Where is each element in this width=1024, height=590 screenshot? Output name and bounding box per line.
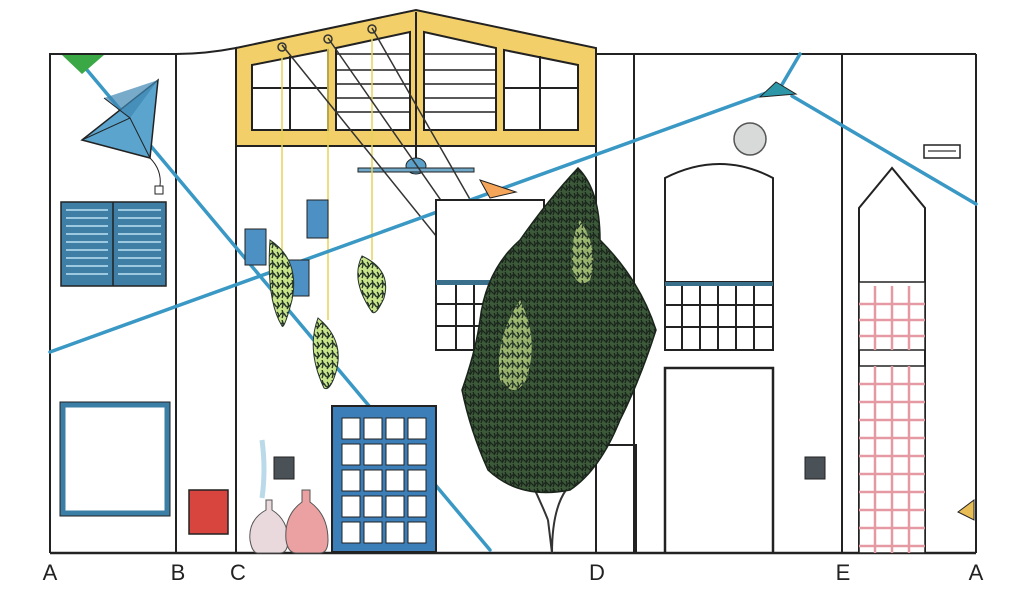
section-label-e: E: [835, 560, 851, 585]
tree: [461, 166, 657, 554]
teal-flag-icon: [758, 81, 798, 98]
yellow-flag-icon: [957, 499, 975, 521]
wall-section-a-b: [49, 53, 177, 553]
section-label-d: D: [589, 560, 605, 585]
gable-clerestory: [235, 8, 597, 160]
arched-window: [664, 163, 774, 351]
blue-panel: [306, 199, 329, 239]
round-vent: [733, 122, 767, 156]
glazed-door: [331, 405, 437, 553]
section-label-a-left: A: [42, 560, 58, 585]
vases: [249, 439, 329, 554]
main-door: [663, 366, 775, 553]
section-label-b: B: [170, 560, 186, 585]
blue-panel: [244, 228, 267, 266]
section-label-a-right: A: [968, 560, 984, 585]
orange-flag-icon: [478, 179, 518, 199]
green-flag-icon: [62, 55, 104, 74]
kite-icon: [80, 78, 164, 195]
wall-lamp: [273, 456, 295, 480]
square-window: [59, 401, 171, 517]
wall-section-b-c: [175, 46, 237, 553]
section-label-c: C: [230, 560, 246, 585]
louvered-shutters: [60, 201, 167, 287]
hanging-plants: [268, 239, 387, 390]
ceiling-fan-icon: [357, 157, 475, 175]
side-door: [596, 444, 637, 553]
red-panel: [188, 489, 229, 535]
pointed-arch-window: [858, 166, 926, 554]
wall-lamp: [804, 456, 826, 480]
